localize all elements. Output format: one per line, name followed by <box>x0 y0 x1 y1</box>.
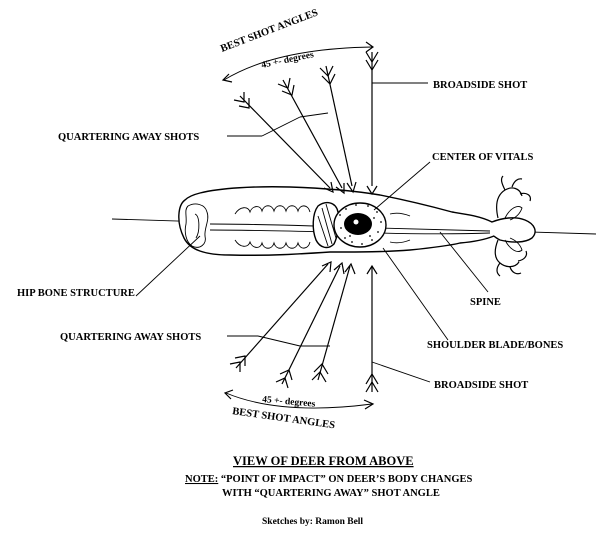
bottom-arc-arrow-left <box>223 389 234 400</box>
neck-vertebra <box>389 212 411 244</box>
leader-broadside-bottom <box>371 361 431 383</box>
label-best-shot-angles-bottom: BEST SHOT ANGLES <box>232 406 336 431</box>
label-shoulder-blade: SHOULDER BLADE/BONES <box>427 340 563 351</box>
ribs-bottom <box>234 239 311 249</box>
shoulder-blade-line-3 <box>325 203 337 239</box>
arrow-4-top-fletch <box>233 92 250 109</box>
vitals-core <box>344 213 372 235</box>
note-line1-text: “POINT OF IMPACT” ON DEER’S BODY CHANGES <box>218 474 472 485</box>
arrow-3-top-head <box>335 183 345 195</box>
label-center-vitals: CENTER OF VITALS <box>432 152 533 163</box>
leader-quartering-bottom-b <box>257 335 301 347</box>
deer-ear-right <box>504 237 523 252</box>
label-quartering-top: QUARTERING AWAY SHOTS <box>58 132 199 143</box>
label-broadside-top: BROADSIDE SHOT <box>433 80 527 91</box>
shoulder-blade-line-2 <box>317 215 329 247</box>
arrow-4-bottom-fletch <box>229 355 246 372</box>
caption-note-line1: NOTE: “POINT OF IMPACT” ON DEER’S BODY C… <box>185 474 472 485</box>
top-arc-arrow-left <box>221 73 233 83</box>
leader-hip-bone <box>135 235 201 297</box>
leader-shoulder-blade <box>382 247 449 341</box>
bottom-angle-arc <box>225 392 373 409</box>
arrow-3-bottom-fletch <box>275 369 293 389</box>
arrow-2-top-fletch <box>319 65 336 86</box>
bottom-arc-arrow-right <box>363 399 375 410</box>
arrow-broadside-top-head <box>366 185 378 196</box>
arrow-3-top-shaft <box>282 79 343 189</box>
arrow-4-bottom-head <box>321 261 332 273</box>
caption-note-line2: WITH “QUARTERING AWAY” SHOT ANGLE <box>222 488 440 499</box>
label-degrees-top: 45 +- degrees <box>261 50 315 71</box>
arrow-4-bottom-shaft <box>235 263 329 369</box>
arrow-4-top-head <box>323 181 334 194</box>
center-of-vitals-dot <box>353 219 359 225</box>
hip-bone-shape <box>184 203 209 248</box>
top-arc-arrow-right <box>365 41 375 53</box>
label-spine: SPINE <box>470 297 501 308</box>
label-best-shot-angles-top: BEST SHOT ANGLES <box>219 7 320 54</box>
hip-bone-inner <box>194 213 200 239</box>
arrow-2-top-head <box>346 181 357 194</box>
arrow-3-top-fletch <box>277 77 295 96</box>
arrow-2-bottom-fletch <box>311 363 329 383</box>
shoulder-blade-shape <box>312 201 340 249</box>
label-hip-bone: HIP BONE STRUCTURE <box>17 288 135 299</box>
vitals-stipple <box>339 204 382 245</box>
deer-head <box>491 217 536 243</box>
arrow-broadside-bottom-fletch <box>365 372 379 393</box>
arrow-2-bottom-shaft <box>317 265 351 381</box>
leader-center-vitals <box>373 161 431 211</box>
note-prefix: NOTE: <box>185 474 218 485</box>
arrow-broadside-bottom-head <box>366 264 378 275</box>
leader-spine <box>439 231 489 293</box>
arrow-4-top-shaft <box>239 95 331 189</box>
arrow-broadside-top-fletch <box>365 51 379 72</box>
arrow-2-bottom-head <box>344 262 356 275</box>
arrow-3-bottom-shaft <box>281 265 341 385</box>
arrow-2-top-shaft <box>325 65 353 187</box>
antler-bottom <box>494 239 528 277</box>
deer-ear-left <box>504 206 523 221</box>
antler-top <box>496 175 531 219</box>
ribs-top <box>234 205 311 215</box>
arrow-3-bottom-head <box>333 261 345 275</box>
label-degrees-bottom: 45 +- degrees <box>262 395 316 410</box>
label-broadside-bottom: BROADSIDE SHOT <box>434 380 528 391</box>
leader-quartering-top-c <box>299 112 329 118</box>
label-quartering-bottom: QUARTERING AWAY SHOTS <box>60 332 201 343</box>
caption-credit: Sketches by: Ramon Bell <box>262 517 363 527</box>
caption-title: VIEW OF DEER FROM ABOVE <box>233 454 414 468</box>
top-angle-arc <box>223 46 373 81</box>
shoulder-blade-line-1 <box>321 207 333 245</box>
leader-quartering-top-b <box>261 116 301 137</box>
